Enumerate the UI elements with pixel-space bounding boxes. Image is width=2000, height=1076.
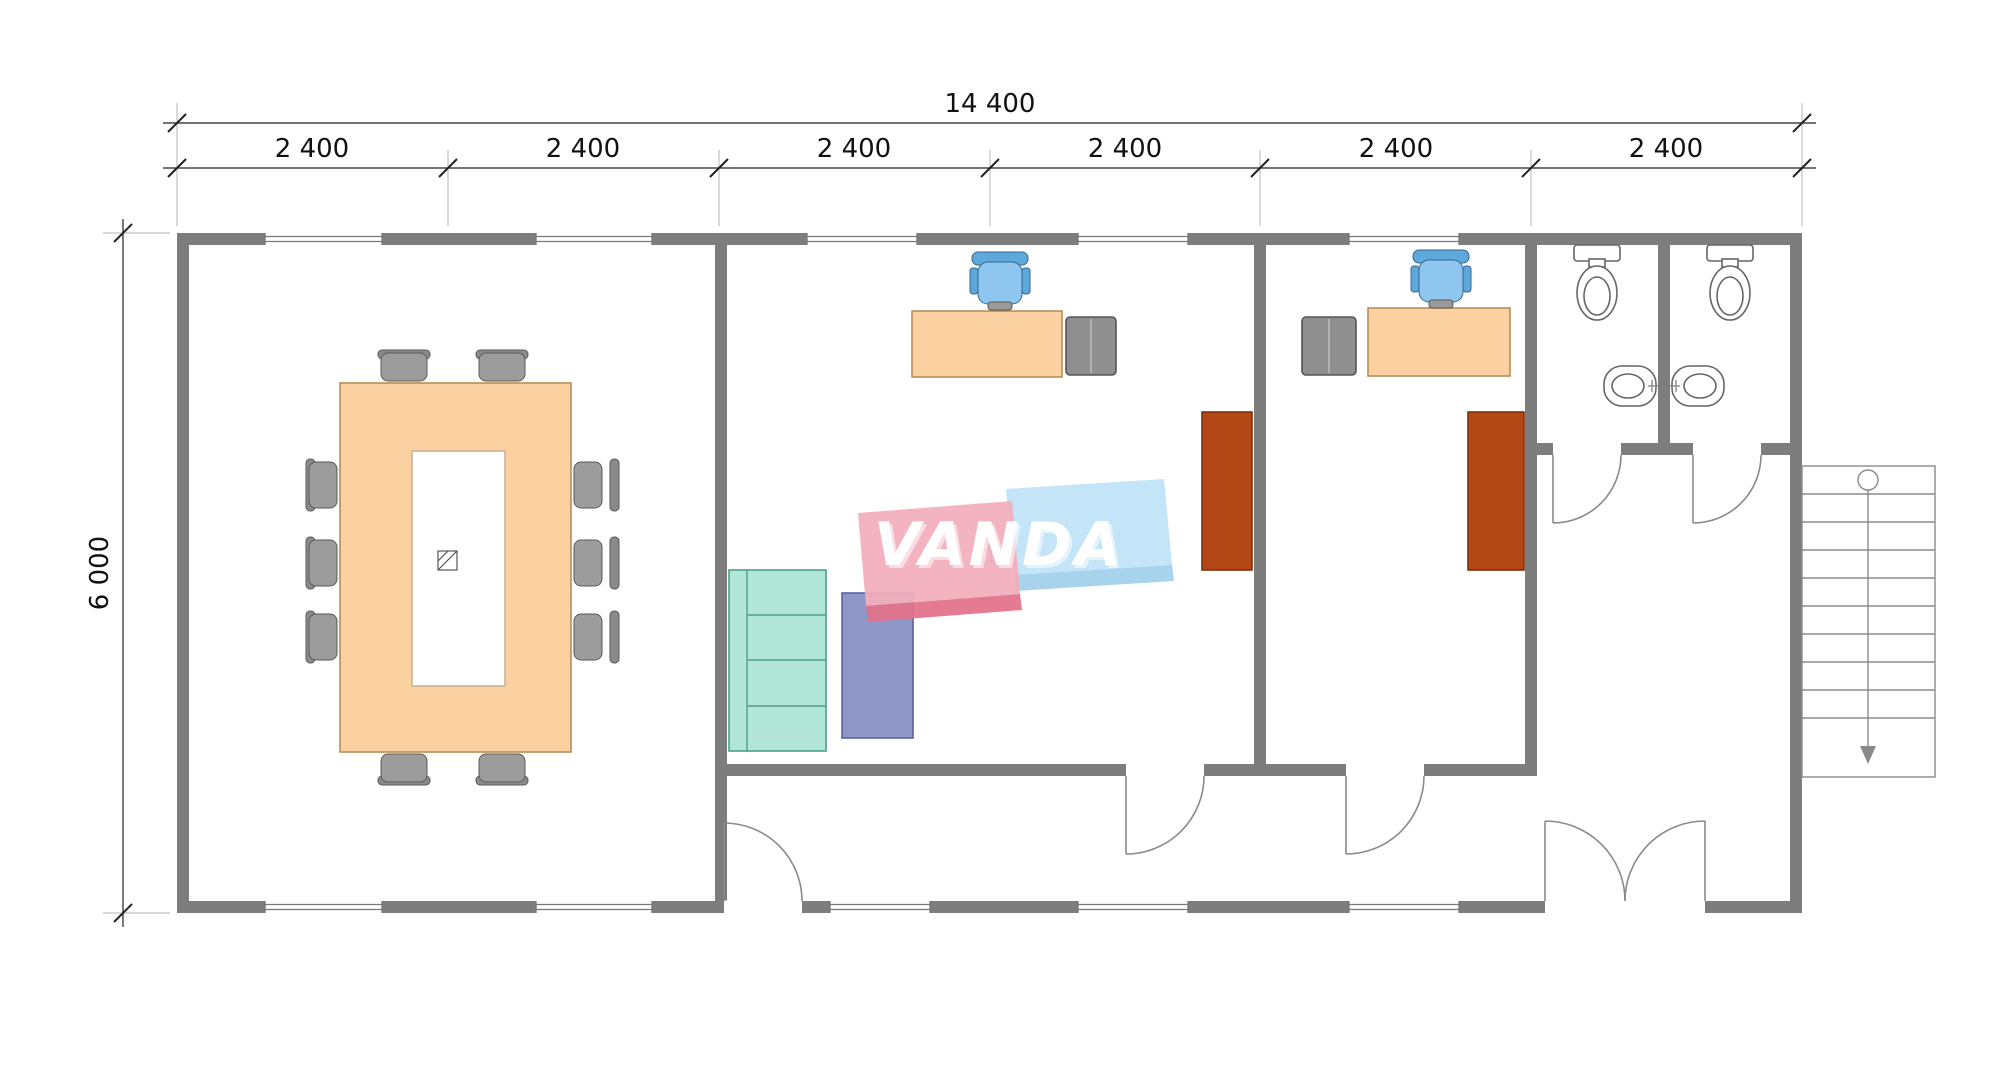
chair-icon xyxy=(475,753,529,786)
conference-table-inset xyxy=(411,450,506,687)
door-swing-icon xyxy=(1345,775,1425,855)
wall-exterior-left xyxy=(177,233,189,913)
wall-corridor-segment xyxy=(727,764,1126,776)
dim-label-height: 6 000 xyxy=(85,536,115,610)
wall-office-divider-1 xyxy=(1254,233,1266,776)
sink-icon xyxy=(1603,365,1658,407)
window-icon xyxy=(1348,232,1460,246)
wall-office-divider-2 xyxy=(1525,233,1537,776)
dim-tick xyxy=(167,113,187,133)
doors xyxy=(723,454,1762,914)
dim-tick xyxy=(438,158,458,178)
double-door-swing-icon xyxy=(1544,820,1706,914)
window-icon xyxy=(535,232,653,246)
office-desk xyxy=(1367,307,1511,377)
office-1-furniture xyxy=(728,251,1253,752)
chair-icon xyxy=(377,349,431,382)
watermark-text-shadow: VANDA xyxy=(877,513,1127,583)
wall-wc-divider xyxy=(1658,233,1670,455)
chair-icon xyxy=(305,610,338,664)
dim-tick xyxy=(113,903,133,923)
door-swing-icon xyxy=(1692,454,1762,524)
window-icon xyxy=(1077,900,1189,914)
window-icon xyxy=(829,900,931,914)
logo-block-pink-edge xyxy=(866,594,1022,622)
dim-tick xyxy=(1792,158,1812,178)
toilet-icon xyxy=(1706,244,1754,321)
wardrobe xyxy=(1467,411,1525,571)
office-chair-icon xyxy=(969,251,1031,311)
vanda-watermark: VANDA VANDA xyxy=(858,479,1174,622)
office-chair-icon xyxy=(1410,249,1472,309)
window-icon xyxy=(264,232,383,246)
dim-tick xyxy=(1250,158,1270,178)
window-icon xyxy=(264,900,383,914)
dim-label-bay-3: 2 400 xyxy=(817,134,891,164)
chair-icon xyxy=(573,458,620,512)
dim-label-bay-5: 2 400 xyxy=(1359,134,1433,164)
windows xyxy=(264,232,1460,914)
dim-label-bay-1: 2 400 xyxy=(275,134,349,164)
logo-block-pink xyxy=(858,501,1020,606)
wall-exterior-right xyxy=(1790,233,1802,913)
wall-wc-front-segment xyxy=(1761,443,1790,455)
toilet-icon xyxy=(1573,244,1621,321)
wall-corridor-segment xyxy=(1424,764,1531,776)
door-swing-icon xyxy=(1125,775,1205,855)
window-icon xyxy=(535,900,653,914)
staircase xyxy=(1801,465,1936,778)
wardrobe xyxy=(1201,411,1253,571)
dim-label-total-width: 14 400 xyxy=(945,89,1036,119)
chair-icon xyxy=(573,536,620,590)
wall-wc-front-segment xyxy=(1537,443,1553,455)
chair-icon xyxy=(305,536,338,590)
door-swing-icon xyxy=(1552,454,1622,524)
wall-exterior-top xyxy=(177,233,1802,245)
hatch-symbol xyxy=(437,550,458,571)
dim-tick xyxy=(709,158,729,178)
stair-outline xyxy=(1801,465,1936,778)
chair-icon xyxy=(573,610,620,664)
wall-wc-front-segment xyxy=(1621,443,1693,455)
window-icon xyxy=(806,232,918,246)
dim-tick xyxy=(167,158,187,178)
office-desk xyxy=(911,310,1063,378)
sofa-shelf xyxy=(728,569,827,752)
window-icon xyxy=(1077,232,1189,246)
dim-tick xyxy=(980,158,1000,178)
stair-direction-arrow xyxy=(1857,469,1879,764)
dim-tick xyxy=(1792,113,1812,133)
meeting-room-furniture xyxy=(305,349,620,786)
dim-label-bay-2: 2 400 xyxy=(546,134,620,164)
dim-tick xyxy=(1521,158,1541,178)
window-icon xyxy=(1348,900,1460,914)
office-2-furniture xyxy=(1301,249,1525,571)
watermark-text: VANDA xyxy=(874,510,1124,580)
logo-block-blue-edge xyxy=(1014,565,1174,591)
logo-block-blue xyxy=(1006,479,1172,575)
wall-meeting-room-right xyxy=(715,233,727,913)
dim-label-bay-6: 2 400 xyxy=(1629,134,1703,164)
door-swing-icon xyxy=(723,822,803,914)
dimension-annotations: 14 400 2 400 2 400 2 400 2 400 2 400 2 4… xyxy=(85,89,1816,927)
sink-icon xyxy=(1670,365,1725,407)
dim-label-bay-4: 2 400 xyxy=(1088,134,1162,164)
chair-icon xyxy=(475,349,529,382)
chair-icon xyxy=(305,458,338,512)
dim-tick xyxy=(113,223,133,243)
chair-icon xyxy=(377,753,431,786)
bathroom-fixtures xyxy=(1573,244,1754,407)
wall-corridor-segment xyxy=(1204,764,1346,776)
